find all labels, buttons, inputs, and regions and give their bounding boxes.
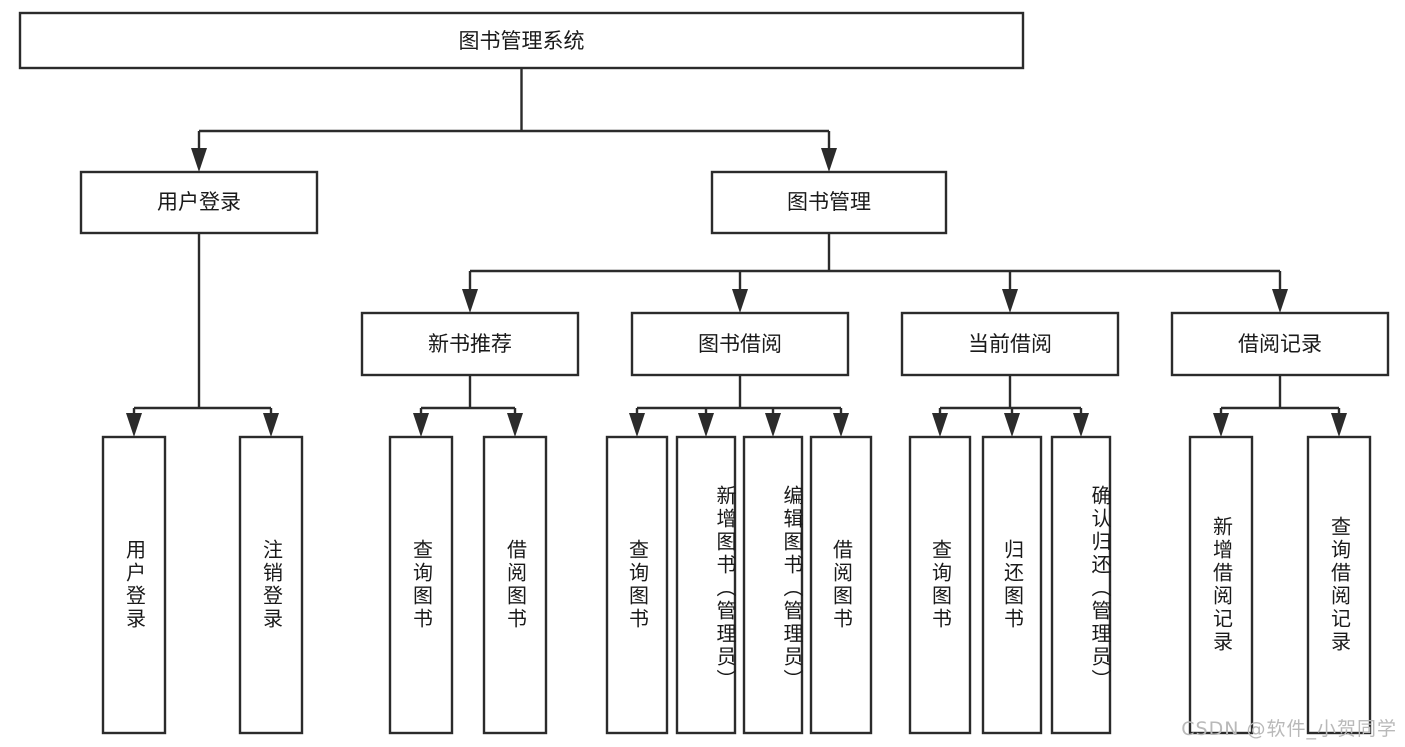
- leaf-edit-book-box[interactable]: [742, 435, 804, 735]
- arrowhead-leaf-add-book: [698, 413, 714, 437]
- arrowhead-leaf-query-book-3: [932, 413, 948, 437]
- leaf-add-record-box[interactable]: [1188, 435, 1254, 735]
- node-book-borrow-label: 图书借阅: [698, 332, 782, 356]
- arrowhead-leaf-borrow-book-1: [507, 413, 523, 437]
- node-root-label: 图书管理系统: [459, 29, 585, 53]
- arrowhead-current-borrow: [1002, 289, 1018, 313]
- arrowhead-leaf-add-record: [1213, 413, 1229, 437]
- leaf-add-book-box[interactable]: [675, 435, 737, 735]
- csdn-watermark: CSDN @软件_小贺同学: [1181, 718, 1397, 740]
- node-current-borrow-label: 当前借阅: [968, 332, 1052, 356]
- node-book-manage[interactable]: 图书管理: [710, 170, 948, 235]
- arrowhead-leaf-user-login: [126, 413, 142, 437]
- arrowhead-new-book-rec: [462, 289, 478, 313]
- arrowhead-leaf-confirm-return: [1073, 413, 1089, 437]
- leaf-query-book-2-box[interactable]: [605, 435, 669, 735]
- node-current-borrow[interactable]: 当前借阅: [900, 311, 1120, 377]
- node-user-login-label: 用户登录: [157, 190, 241, 214]
- leaf-query-book-1-box[interactable]: [388, 435, 454, 735]
- leaf-box-group: [101, 435, 1372, 735]
- node-book-manage-box[interactable]: [710, 170, 948, 235]
- connector-group: [126, 68, 1347, 437]
- leaf-borrow-book-1-box[interactable]: [482, 435, 548, 735]
- node-book-borrow[interactable]: 图书借阅: [630, 311, 850, 377]
- arrowhead-book-manage: [821, 148, 837, 172]
- node-current-borrow-box[interactable]: [900, 311, 1120, 377]
- arrowhead-leaf-edit-book: [765, 413, 781, 437]
- arrowhead-leaf-query-book-1: [413, 413, 429, 437]
- arrowhead-leaf-logout: [263, 413, 279, 437]
- node-book-borrow-box[interactable]: [630, 311, 850, 377]
- leaf-borrow-book-2-box[interactable]: [809, 435, 873, 735]
- arrowhead-book-borrow: [732, 289, 748, 313]
- node-root-box[interactable]: [18, 11, 1025, 70]
- leaf-confirm-return-box[interactable]: [1050, 435, 1112, 735]
- leaf-return-book-box[interactable]: [981, 435, 1043, 735]
- node-user-login-box[interactable]: [79, 170, 319, 235]
- arrowhead-leaf-return-book: [1004, 413, 1020, 437]
- node-borrow-record[interactable]: 借阅记录: [1170, 311, 1390, 377]
- node-user-login[interactable]: 用户登录: [79, 170, 319, 235]
- node-book-manage-label: 图书管理: [787, 190, 871, 214]
- node-root[interactable]: 图书管理系统: [18, 11, 1025, 70]
- arrowhead-user-login: [191, 148, 207, 172]
- leaf-query-book-3-box[interactable]: [908, 435, 972, 735]
- node-new-book-rec[interactable]: 新书推荐: [360, 311, 580, 377]
- leaf-query-record-box[interactable]: [1306, 435, 1372, 735]
- leaf-user-login-box[interactable]: [101, 435, 167, 735]
- node-new-book-rec-box[interactable]: [360, 311, 580, 377]
- arrowhead-leaf-borrow-book-2: [833, 413, 849, 437]
- node-borrow-record-label: 借阅记录: [1238, 332, 1322, 356]
- node-borrow-record-box[interactable]: [1170, 311, 1390, 377]
- arrowhead-borrow-record: [1272, 289, 1288, 313]
- arrowhead-leaf-query-book-2: [629, 413, 645, 437]
- leaf-logout-box[interactable]: [238, 435, 304, 735]
- arrowhead-leaf-query-record: [1331, 413, 1347, 437]
- node-new-book-rec-label: 新书推荐: [428, 332, 512, 356]
